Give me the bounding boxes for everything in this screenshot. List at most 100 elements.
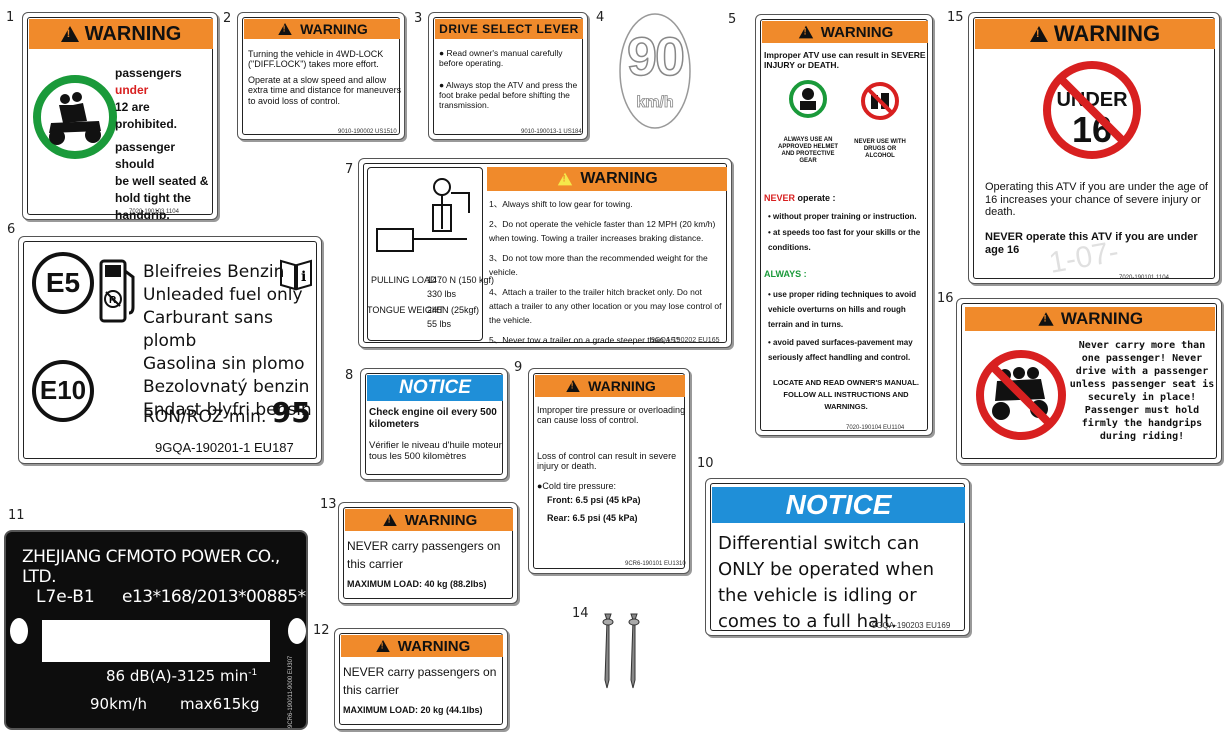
label-6-fuel-text: Bleifreies Benzin Unleaded fuel only Car…	[143, 261, 321, 422]
label-5-never-heading: NEVER operate :	[764, 193, 836, 203]
label-3-drive-select-lever: DRIVE SELECT LEVER ● Read owner's manual…	[428, 12, 588, 140]
label-15-age: 16	[1071, 109, 1113, 150]
label-4-speed-value: 90	[626, 26, 686, 88]
label-12-header-text: WARNING	[397, 637, 471, 655]
part-number-9: 9	[514, 360, 523, 375]
label-8-french: Vérifier le niveau d'huile moteur tous l…	[369, 440, 502, 462]
label-10-text: Differential switch can ONLY be operated…	[718, 533, 935, 632]
label-15-code: 7020-190101 1104	[1119, 275, 1169, 281]
label-5-code: 7020-190104 EU1104	[846, 425, 905, 431]
part-number-6: 6	[7, 222, 16, 237]
label-4-speed-unit: km/h	[636, 94, 674, 112]
label-11-noise-sup: -1	[248, 668, 258, 678]
label-7-item-1: 1、Always shift to low gear for towing.	[489, 199, 633, 209]
label-15-para-1: Operating this ATV if you are under the …	[985, 181, 1208, 219]
part-number-10: 10	[697, 456, 714, 471]
label-6-e10: E10	[39, 375, 87, 405]
label-13-carrier-warning-40kg: WARNING NEVER carry passengers on this c…	[338, 502, 518, 604]
label-10-header: NOTICE	[712, 487, 965, 523]
fuel-pump-icon: R	[99, 259, 135, 323]
warning-triangle-icon	[798, 25, 813, 39]
label-3-code: 9010-190013-1 US184	[521, 129, 582, 135]
label-5-never-item-2-text: at speeds too fast for your skills or th…	[768, 228, 921, 252]
label-2-4wd-lock-warning: WARNING Turning the vehicle in 4WD-LOCK …	[237, 12, 405, 140]
label-16-text: Never carry more than one passenger! Nev…	[1069, 340, 1215, 442]
label-6-line-fr: Carburant sans plomb	[143, 308, 273, 351]
label-11-vin-blank	[42, 620, 270, 662]
label-5-always-item-1-text: use proper riding techniques to avoid ve…	[768, 290, 917, 329]
helmet-icon	[789, 80, 827, 118]
svg-text:i: i	[301, 269, 306, 285]
label-3-bullet-1-text: Read owner's manual carefully before ope…	[439, 48, 563, 68]
label-11-speed: 90km/h	[90, 695, 147, 713]
label-5-intro: Improper ATV use can result in SEVERE IN…	[764, 50, 926, 70]
label-11-rivet-hole-right	[288, 618, 306, 644]
warning-triangle-icon	[278, 23, 292, 35]
prohibited-slash-icon	[1058, 76, 1126, 144]
label-5-caption-drugs: NEVER USE WITH DRUGS OR ALCOHOL	[854, 139, 906, 159]
label-1-header-text: WARNING	[84, 22, 182, 45]
label-5-header: WARNING	[762, 21, 928, 43]
label-7-hitch-panel	[367, 167, 483, 341]
warning-triangle-icon	[376, 640, 390, 652]
label-6-line-en: Unleaded fuel only	[143, 285, 303, 305]
label-16-header: WARNING	[965, 307, 1215, 331]
label-8-header: NOTICE	[367, 375, 503, 401]
label-7-item-2: 2、Do not operate the vehicle faster than…	[489, 219, 716, 243]
label-10-code: 9GQA-190203 EU169	[872, 621, 951, 630]
label-6-line-es: Gasolina sin plomo	[143, 354, 305, 374]
no-extra-passengers-icon	[976, 350, 1066, 440]
label-1-line-4: be well seated &	[115, 174, 209, 188]
part-number-2: 2	[223, 11, 232, 26]
label-11-noise: 86 dB(A)-3125 min-1	[106, 667, 258, 685]
label-5-always-heading: ALWAYS :	[764, 269, 807, 279]
part-number-14: 14	[572, 606, 589, 621]
label-5-improper-use-warning: WARNING Improper ATV use can result in S…	[755, 14, 933, 436]
label-5-never-item-2: • at speeds too fast for your skills or …	[768, 228, 921, 252]
label-2-code: 9010-190002 US1510	[338, 129, 397, 135]
manual-book-icon: i	[280, 259, 312, 291]
label-15-header-text: WARNING	[1053, 21, 1161, 46]
part-number-13: 13	[320, 497, 337, 512]
e5-circle-icon	[32, 252, 94, 314]
part-number-12: 12	[313, 623, 330, 638]
warning-triangle-icon	[558, 172, 573, 186]
label-7-pull-value: 1470 N (150 kgf)	[427, 275, 495, 285]
label-1-header: WARNING	[29, 19, 213, 49]
warning-triangle-icon	[60, 26, 79, 42]
rivets-icon	[602, 613, 640, 689]
label-5-footer: LOCATE AND READ OWNER'S MANUAL. FOLLOW A…	[773, 378, 919, 411]
warning-triangle-icon	[1029, 26, 1048, 42]
label-6-ron-label: RON/ROZ min.	[143, 407, 267, 427]
part-number-11: 11	[8, 508, 25, 523]
label-12-text: NEVER carry passengers on this carrier	[343, 665, 497, 697]
label-6-line-se: Endast blyfri bensin	[143, 400, 312, 420]
label-8-english: Check engine oil every 500 kilometers	[369, 407, 497, 430]
label-2-para-2: Operate at a slow speed and allow extra …	[248, 75, 402, 106]
label-11-noise-text: 86 dB(A)-3125 min	[106, 667, 249, 685]
e10-circle-icon	[32, 360, 94, 422]
label-5-caption-helmet: ALWAYS USE AN APPROVED HELMET AND PROTEC…	[777, 137, 838, 164]
label-7-tongue-value: 245N (25kgf)	[427, 305, 480, 315]
part-number-7: 7	[345, 162, 354, 177]
label-13-header-text: WARNING	[404, 511, 478, 529]
label-9-para-3: ●Cold tire pressure:	[537, 481, 616, 491]
warning-triangle-icon	[1038, 312, 1054, 326]
label-5-always-item-2: • avoid paved surfaces-pavement may seri…	[768, 338, 913, 362]
label-7-towing-warning: PULLING LOAD : 1470 N (150 kgf) 330 lbs …	[358, 158, 732, 348]
label-1-line-3: passenger should	[115, 140, 176, 171]
part-number-16: 16	[937, 291, 954, 306]
label-9-rear-pressure: Rear: 6.5 psi (45 kPa)	[547, 513, 638, 523]
label-5-never-item-1: • without proper training or instruction…	[768, 212, 917, 221]
label-12-max-load: MAXIMUM LOAD: 20 kg (44.1lbs)	[343, 705, 483, 715]
label-7-code: 9GQA-190202 EU165	[651, 337, 720, 344]
part-number-5: 5	[728, 12, 737, 27]
label-6-ron: RON/ROZ min. 95	[143, 396, 311, 429]
label-3-header: DRIVE SELECT LEVER	[435, 19, 583, 39]
label-6-fuel-label: E5 E10 R i Bleifreies Benzin Unleaded fu…	[18, 236, 322, 464]
label-6-ron-value: 95	[271, 396, 311, 429]
label-7-header-text: WARNING	[580, 170, 658, 187]
label-11-vin-plate: ZHEJIANG CFMOTO POWER CO., LTD. L7e-B1 e…	[4, 530, 308, 730]
label-16-header-text: WARNING	[1060, 309, 1144, 328]
part-number-1: 1	[6, 10, 15, 25]
